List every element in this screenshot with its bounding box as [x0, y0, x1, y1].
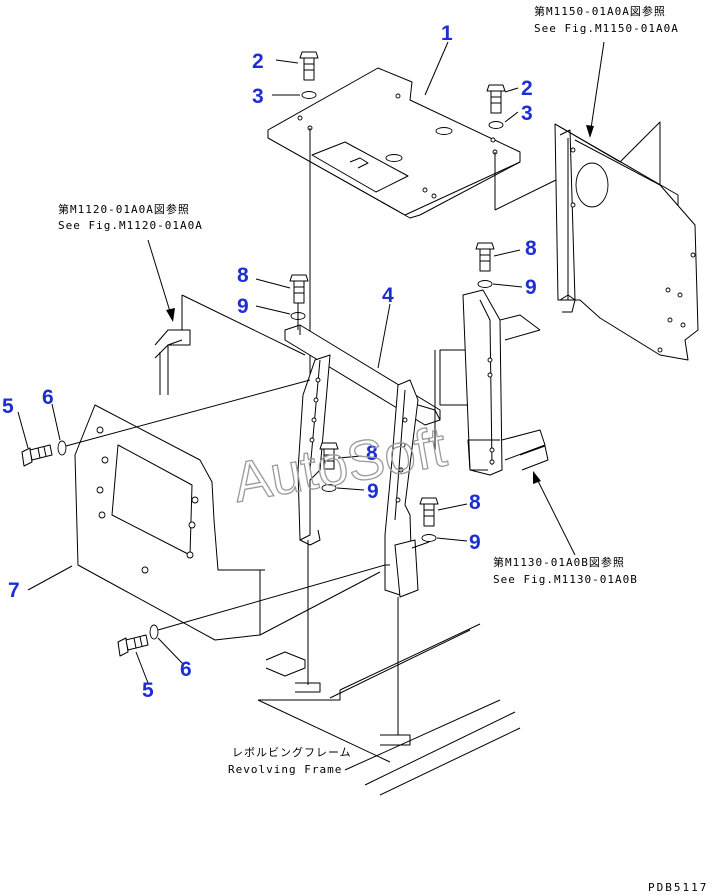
washer-3-right [488, 121, 504, 129]
callout-2-right: 2 [521, 77, 533, 100]
right-bracket-m1150 [554, 121, 699, 361]
reference-m1130[interactable]: 第M1130-01A0B図参照 See Fig.M1130-01A0B [493, 555, 638, 586]
callout-9-a: 9 [237, 295, 249, 318]
right-post-m1130 [434, 289, 549, 476]
callout-9-c: 9 [367, 480, 379, 503]
washer-9-d [421, 534, 437, 542]
callout-6-lower: 6 [180, 658, 192, 681]
reference-m1120-en: See Fig.M1120-01A0A [58, 219, 203, 232]
bolt-8-a [289, 274, 309, 304]
drawing-code: PDB5117 [648, 881, 708, 894]
washer-9-c [321, 484, 337, 492]
bolt-5-upper [21, 444, 53, 467]
callout-5-lower: 5 [142, 679, 154, 702]
reference-m1130-jp: 第M1130-01A0B図参照 [493, 555, 625, 569]
callout-2-left: 2 [252, 50, 264, 73]
callout-9-d: 9 [469, 531, 481, 554]
part-4-frame [284, 324, 441, 598]
reference-m1130-en: See Fig.M1130-01A0B [493, 573, 638, 586]
revolving-frame-jp: レボルビングフレーム [232, 745, 352, 759]
washer-6-lower [149, 624, 159, 640]
left-bracket-m1120 [154, 294, 306, 395]
reference-m1150-jp: 第M1150-01A0A図参照 [534, 4, 666, 18]
watermark: AutoSoft [228, 415, 451, 514]
revolving-frame-en: Revolving Frame [228, 763, 342, 776]
bolt-2-right [486, 84, 506, 114]
callouts: 1 2 3 2 3 4 5 6 7 5 6 8 9 8 9 8 9 8 9 [2, 22, 537, 702]
part-7-panel [74, 404, 381, 641]
callout-9-b: 9 [525, 276, 537, 299]
reference-m1120-jp: 第M1120-01A0A図参照 [58, 202, 190, 216]
callout-1: 1 [441, 22, 453, 45]
revolving-frame [257, 623, 521, 796]
bolt-8-d [419, 497, 439, 527]
callout-6-upper: 6 [42, 386, 54, 409]
bolt-8-b [475, 242, 495, 272]
callout-5-upper: 5 [2, 395, 14, 418]
callout-7: 7 [8, 579, 20, 602]
callout-3-right: 3 [521, 102, 533, 125]
leader-lines [17, 41, 605, 684]
bolt-2-left [299, 51, 319, 81]
reference-m1120[interactable]: 第M1120-01A0A図参照 See Fig.M1120-01A0A [58, 202, 203, 232]
callout-3-left: 3 [252, 85, 264, 108]
reference-m1150-en: See Fig.M1150-01A0A [534, 22, 679, 35]
callout-4: 4 [382, 284, 394, 307]
callout-8-d: 8 [469, 491, 481, 514]
callout-8-c: 8 [366, 442, 378, 465]
callout-8-a: 8 [237, 264, 249, 287]
bolt-5-lower [117, 634, 149, 657]
washer-9-b [477, 280, 493, 288]
washer-3-left [301, 91, 317, 99]
bolt-8-c [319, 442, 339, 470]
washer-6-upper [57, 440, 67, 456]
callout-8-b: 8 [525, 237, 537, 260]
reference-revolving-frame: レボルビングフレーム Revolving Frame [228, 745, 352, 776]
part-1-cover-plate [267, 67, 561, 420]
reference-m1150[interactable]: 第M1150-01A0A図参照 See Fig.M1150-01A0A [534, 4, 679, 35]
